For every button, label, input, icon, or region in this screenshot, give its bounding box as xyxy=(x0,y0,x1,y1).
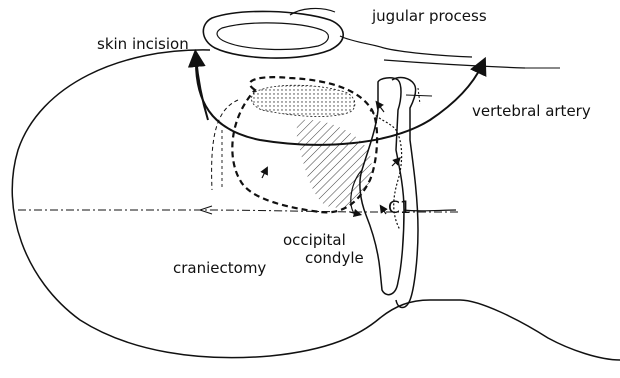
skin-incision-arrow-left xyxy=(196,58,208,120)
label-condyle: condyle xyxy=(305,250,364,266)
small-arrow-2 xyxy=(378,104,384,112)
dashed-lateral-line xyxy=(212,100,238,190)
label-jugular-process: jugular process xyxy=(372,8,487,24)
small-arrow-5 xyxy=(382,208,386,214)
label-c1: C1 xyxy=(388,200,411,216)
dotted-region xyxy=(251,85,354,116)
label-skin-incision: skin incision xyxy=(97,36,189,52)
label-vertebral-artery: vertebral artery xyxy=(472,103,591,119)
small-arrow-1 xyxy=(262,170,266,178)
label-occipital: occipital xyxy=(283,232,346,248)
small-arrow-3 xyxy=(392,160,398,166)
label-craniectomy: craniectomy xyxy=(173,260,266,276)
